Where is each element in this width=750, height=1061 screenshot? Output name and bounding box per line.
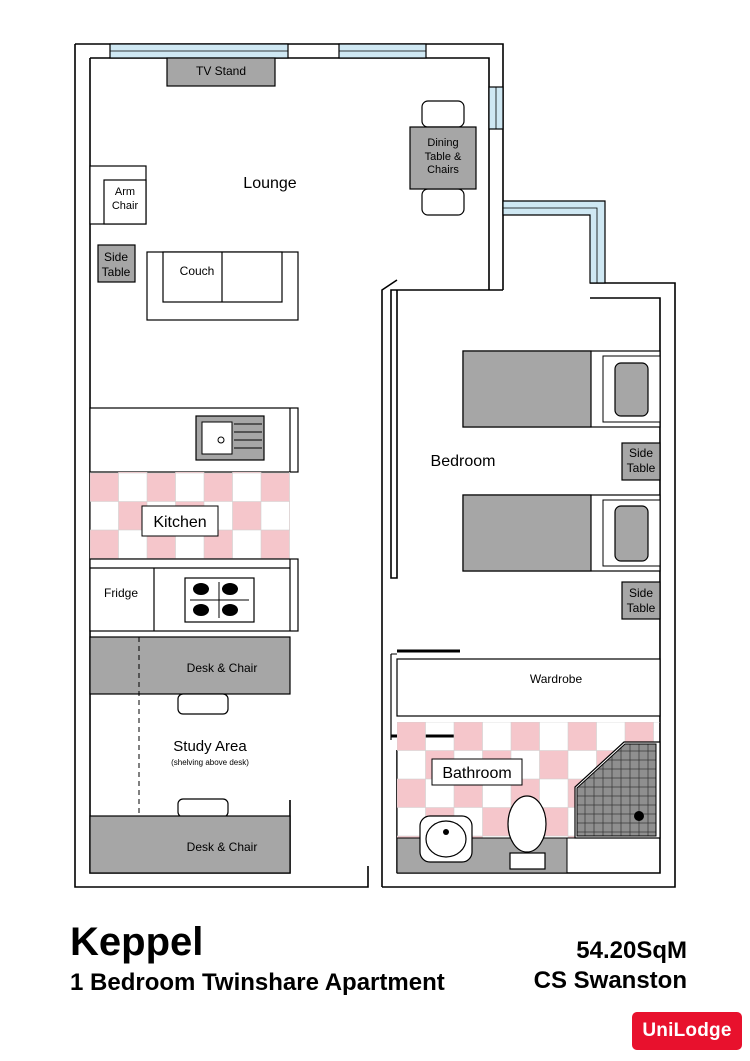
svg-text:Chair: Chair (112, 200, 139, 212)
toilet-icon (507, 795, 547, 870)
svg-text:Side: Side (104, 250, 128, 264)
sink-icon (195, 415, 265, 461)
fridge-label: Fridge (104, 586, 138, 600)
svg-text:TV Stand: TV Stand (196, 64, 246, 78)
svg-text:Table: Table (627, 601, 656, 615)
couch: Couch (146, 251, 299, 321)
tv-stand: TV Stand (166, 57, 276, 87)
svg-text:Kitchen: Kitchen (153, 514, 206, 531)
dining-table: Dining Table & Chairs (409, 100, 477, 216)
svg-text:Desk & Chair: Desk & Chair (187, 840, 258, 854)
basin-icon (419, 815, 473, 863)
svg-text:Side: Side (629, 446, 653, 460)
lounge-label: Lounge (243, 175, 296, 192)
windows (109, 43, 606, 284)
shower (574, 741, 661, 839)
svg-text:Bathroom: Bathroom (442, 765, 511, 782)
desk-top: Desk & Chair (89, 636, 291, 715)
study-area-label: Study Area (173, 738, 247, 755)
plan-title-block: Keppel 1 Bedroom Twinshare Apartment (70, 920, 445, 998)
window-bedroom (502, 200, 606, 284)
building-name: CS Swanston (533, 967, 687, 994)
drain-icon (634, 811, 644, 821)
svg-text:Couch: Couch (180, 264, 215, 278)
cooktop-icon (184, 577, 255, 623)
apartment-type: 1 Bedroom Twinshare Apartment (70, 969, 445, 996)
desk-bottom: Desk & Chair (89, 798, 291, 874)
side-table-bed-bottom: Side Table (621, 581, 661, 620)
bathroom-label: Bathroom (431, 758, 523, 786)
wardrobe: Wardrobe (396, 658, 661, 717)
bed-bottom (462, 494, 661, 572)
svg-text:Desk & Chair: Desk & Chair (187, 661, 258, 675)
logo-suffix: Lodge (673, 1020, 732, 1041)
svg-text:Dining: Dining (427, 137, 458, 149)
apartment-name: Keppel (70, 920, 204, 964)
svg-text:Table &: Table & (425, 151, 462, 163)
plan-stats: 54.20SqM CS Swanston (534, 936, 687, 996)
apartment-area: 54.20SqM (576, 937, 687, 964)
study-note: (shelving above desk) (171, 758, 249, 767)
arm-chair: Arm Chair (89, 165, 147, 225)
svg-text:Table: Table (102, 265, 131, 279)
side-table-lounge: Side Table (97, 244, 136, 283)
bed-top (462, 350, 661, 428)
svg-text:Arm: Arm (115, 186, 135, 198)
svg-text:Table: Table (627, 461, 656, 475)
svg-text:Chairs: Chairs (427, 164, 459, 176)
bedroom-label: Bedroom (431, 453, 496, 470)
kitchen-bench (89, 407, 299, 473)
svg-text:Wardrobe: Wardrobe (530, 672, 583, 686)
svg-text:Side: Side (629, 586, 653, 600)
kitchen-label: Kitchen (141, 505, 219, 537)
logo-prefix: Uni (642, 1020, 674, 1041)
side-table-bed-top: Side Table (621, 442, 661, 481)
